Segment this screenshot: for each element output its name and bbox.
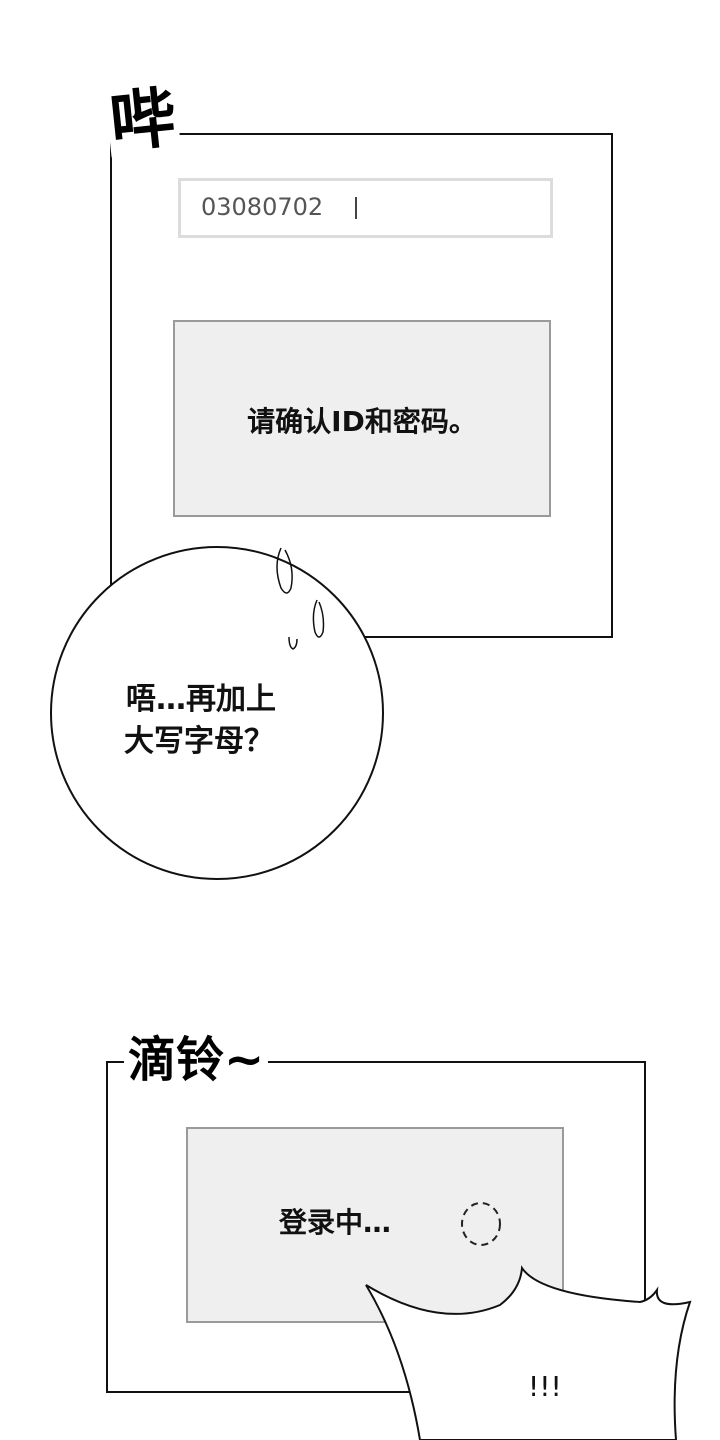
thought-line-2: 大写字母？ [124, 724, 274, 759]
id-input-field[interactable]: 03080702 [178, 178, 553, 238]
shout-text: !!! [528, 1370, 562, 1403]
loading-spinner-icon [461, 1202, 501, 1246]
id-input-value: 03080702 [201, 193, 324, 221]
sfx-ding: 滴铃~ [124, 1036, 269, 1084]
panel-logging-in: 登录中… [106, 1061, 646, 1393]
text-caret [355, 197, 357, 219]
loading-message: 登录中… [278, 1206, 391, 1239]
error-message: 请确认ID和密码。 [247, 405, 477, 438]
error-dialog: 请确认ID和密码。 [173, 320, 551, 517]
thought-line-1: 唔…再加上 [126, 682, 276, 717]
